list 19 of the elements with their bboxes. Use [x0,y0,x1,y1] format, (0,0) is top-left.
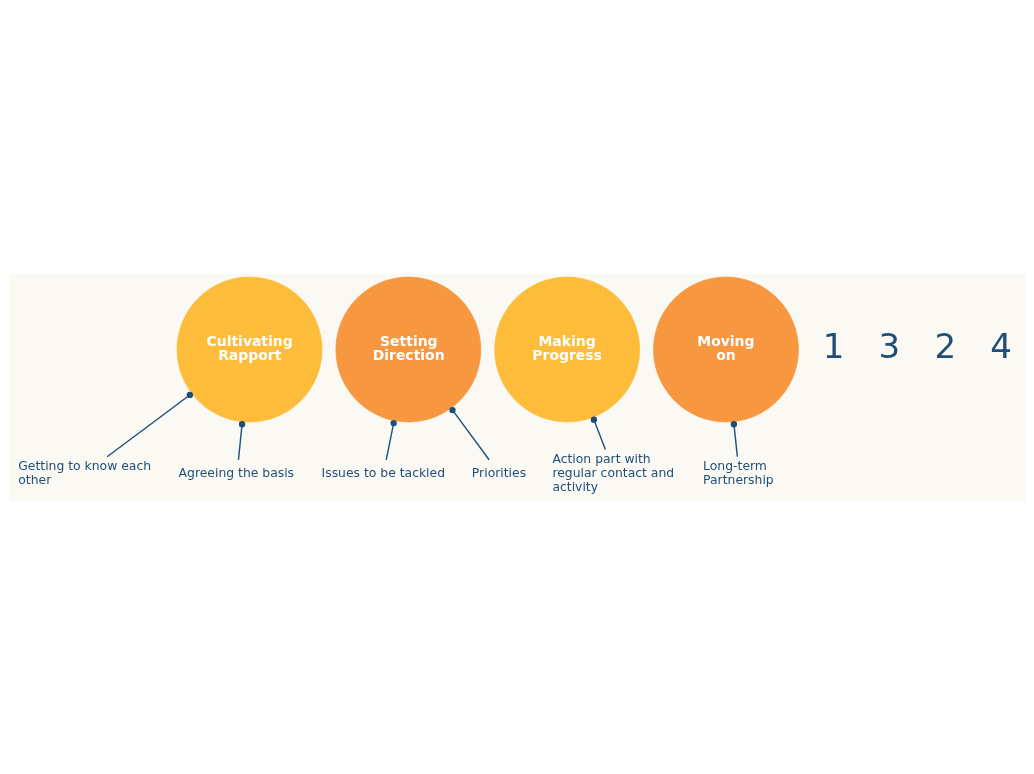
connector [590,416,607,450]
node-text: Priorities [471,464,527,480]
label: 1 [822,325,845,366]
connector [449,406,490,460]
label: 3 [878,325,901,366]
node-text: Action part with regular contact and activity [552,450,675,494]
node-circle: Moving on [653,276,799,422]
node-text: Issues to be tackled [321,464,446,480]
label: 2 [934,325,957,366]
node-text: Agreeing the basis [178,464,295,480]
connector [730,420,739,457]
connector [237,420,246,461]
node-text: Getting to know each other [18,457,152,487]
node-text: Long-term Partnership [703,457,774,487]
connector [385,419,397,460]
label: 4 [990,325,1012,366]
node-circle: Setting Direction [335,276,482,422]
connector [106,391,194,457]
node-circle: Cultivating Rapport [176,276,323,422]
